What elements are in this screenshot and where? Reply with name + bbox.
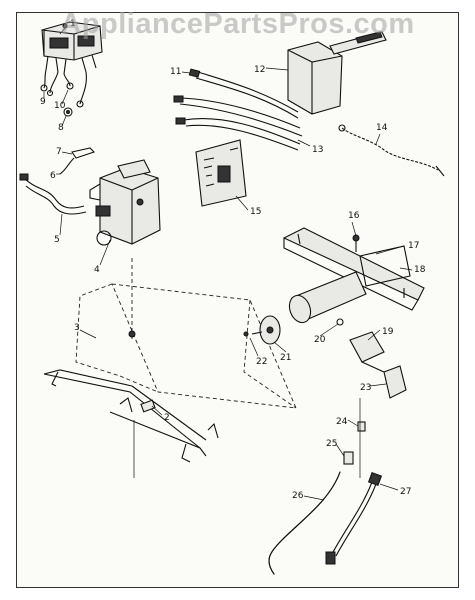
part-lead-5[interactable] [19,173,87,215]
callout-label: 27 [400,487,411,497]
callout-label: 7 [56,147,62,157]
callout-label: 6 [50,171,56,181]
leader-lines [43,26,413,501]
callout-label: 10 [54,101,66,111]
part-grommet-8[interactable] [63,107,73,117]
part-wire-harness[interactable] [173,68,303,151]
callout-label: 19 [382,327,394,337]
callout-label: 9 [40,97,46,107]
callout-label: 20 [314,335,326,345]
callout-label: 17 [408,241,419,251]
callout-label: 5 [54,235,60,245]
part-frame[interactable] [43,283,297,478]
part-terminal-board[interactable] [195,139,247,207]
callout-label: 2 [164,413,170,423]
callout-label: 26 [292,491,304,501]
part-pilot-tube[interactable] [268,471,341,575]
callout-label: 22 [256,357,267,367]
callout-label: 15 [250,207,261,217]
callout-label: 25 [326,439,337,449]
callout-label: 3 [74,323,80,333]
callout-label: 12 [254,65,265,75]
callout-label: 24 [336,417,348,427]
part-igniter-21[interactable] [243,315,281,345]
part-sensor-7[interactable] [59,147,96,175]
callout-labels: 1 2 3 4 5 6 7 8 9 10 11 12 13 14 15 16 1… [40,19,426,501]
callout-label: 14 [376,123,388,133]
part-cover-box[interactable] [287,31,387,115]
part-flex-conduit[interactable] [338,124,445,177]
part-manifold-bracket[interactable] [282,227,425,311]
callout-label: 21 [280,353,291,363]
part-fitting-25[interactable] [343,451,354,465]
part-fitting-24[interactable] [357,421,366,432]
callout-label: 1 [70,19,76,29]
callout-label: 16 [348,211,360,221]
part-orifice-2[interactable] [128,258,156,413]
part-burner-tube[interactable] [286,245,411,326]
callout-label: 8 [58,123,64,133]
callout-label: 18 [414,265,426,275]
callout-label: 4 [94,265,100,275]
callout-label: 11 [170,67,181,77]
callout-label: 23 [360,383,371,393]
part-gas-valve[interactable] [89,159,161,246]
part-pilot-bracket[interactable] [336,318,407,399]
part-control-module[interactable] [40,21,103,108]
callout-label: 13 [312,145,323,155]
part-thermocouple[interactable] [325,398,383,565]
diagram-sheet [16,12,459,588]
